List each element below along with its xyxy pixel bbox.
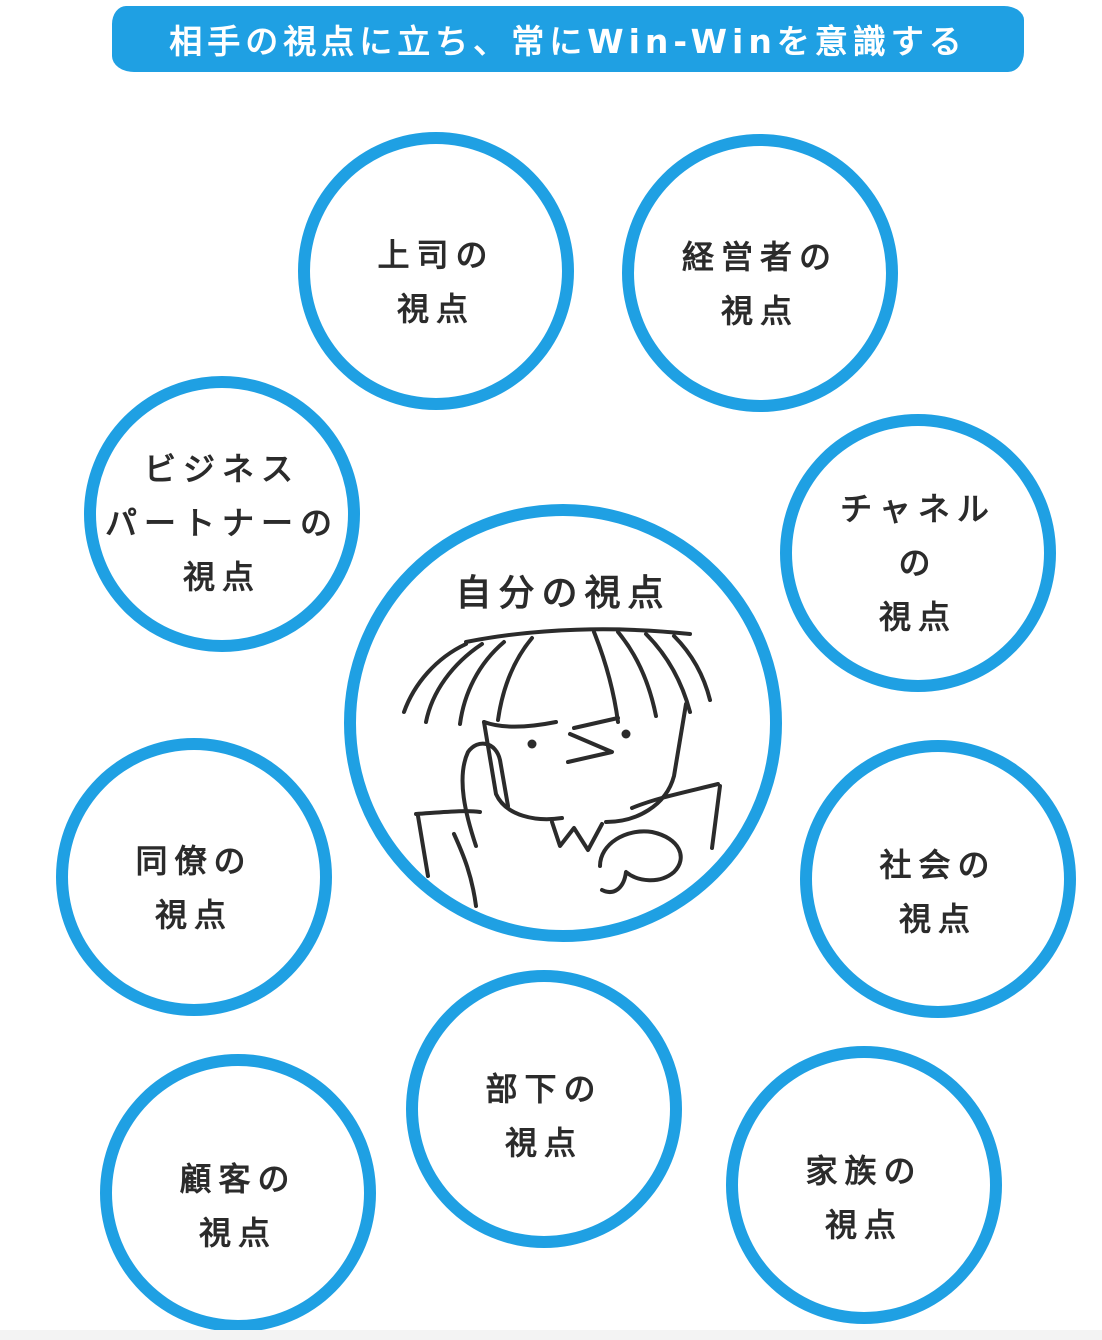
perspective-label: 家族の 視点 bbox=[805, 1152, 923, 1244]
center-circle-self: 自分の視点 bbox=[344, 504, 782, 942]
perspective-circle-society: 社会の 視点 bbox=[800, 740, 1076, 1018]
perspective-circle-channel: チャネル の 視点 bbox=[780, 414, 1056, 692]
bottom-edge bbox=[0, 1330, 1102, 1340]
perspective-label: 顧客の 視点 bbox=[179, 1160, 297, 1252]
perspective-label: チャネル の 視点 bbox=[840, 490, 996, 636]
perspective-circle-customer: 顧客の 視点 bbox=[100, 1054, 376, 1332]
perspective-circle-subordinate: 部下の 視点 bbox=[406, 970, 682, 1248]
thinking-person-illustration bbox=[402, 627, 722, 908]
perspective-circle-family: 家族の 視点 bbox=[726, 1046, 1002, 1324]
title-text: 相手の視点に立ち、常にWin-Winを意識する bbox=[169, 22, 967, 61]
center-label: 自分の視点 bbox=[455, 573, 671, 614]
perspective-label: 部下の 視点 bbox=[485, 1070, 603, 1162]
perspective-circle-colleague: 同僚の 視点 bbox=[56, 738, 332, 1016]
perspective-circle-executive: 経営者の 視点 bbox=[622, 134, 898, 412]
perspective-label: 上司の 視点 bbox=[377, 236, 495, 328]
title-banner: 相手の視点に立ち、常にWin-Winを意識する bbox=[112, 6, 1024, 72]
perspective-label: ビジネス パートナーの 視点 bbox=[104, 450, 339, 596]
perspective-label: 経営者の 視点 bbox=[681, 238, 838, 330]
perspective-circle-boss: 上司の 視点 bbox=[298, 132, 574, 410]
perspective-circle-business-partner: ビジネス パートナーの 視点 bbox=[84, 376, 360, 652]
perspective-label: 社会の 視点 bbox=[879, 846, 997, 938]
perspective-label: 同僚の 視点 bbox=[135, 842, 253, 934]
